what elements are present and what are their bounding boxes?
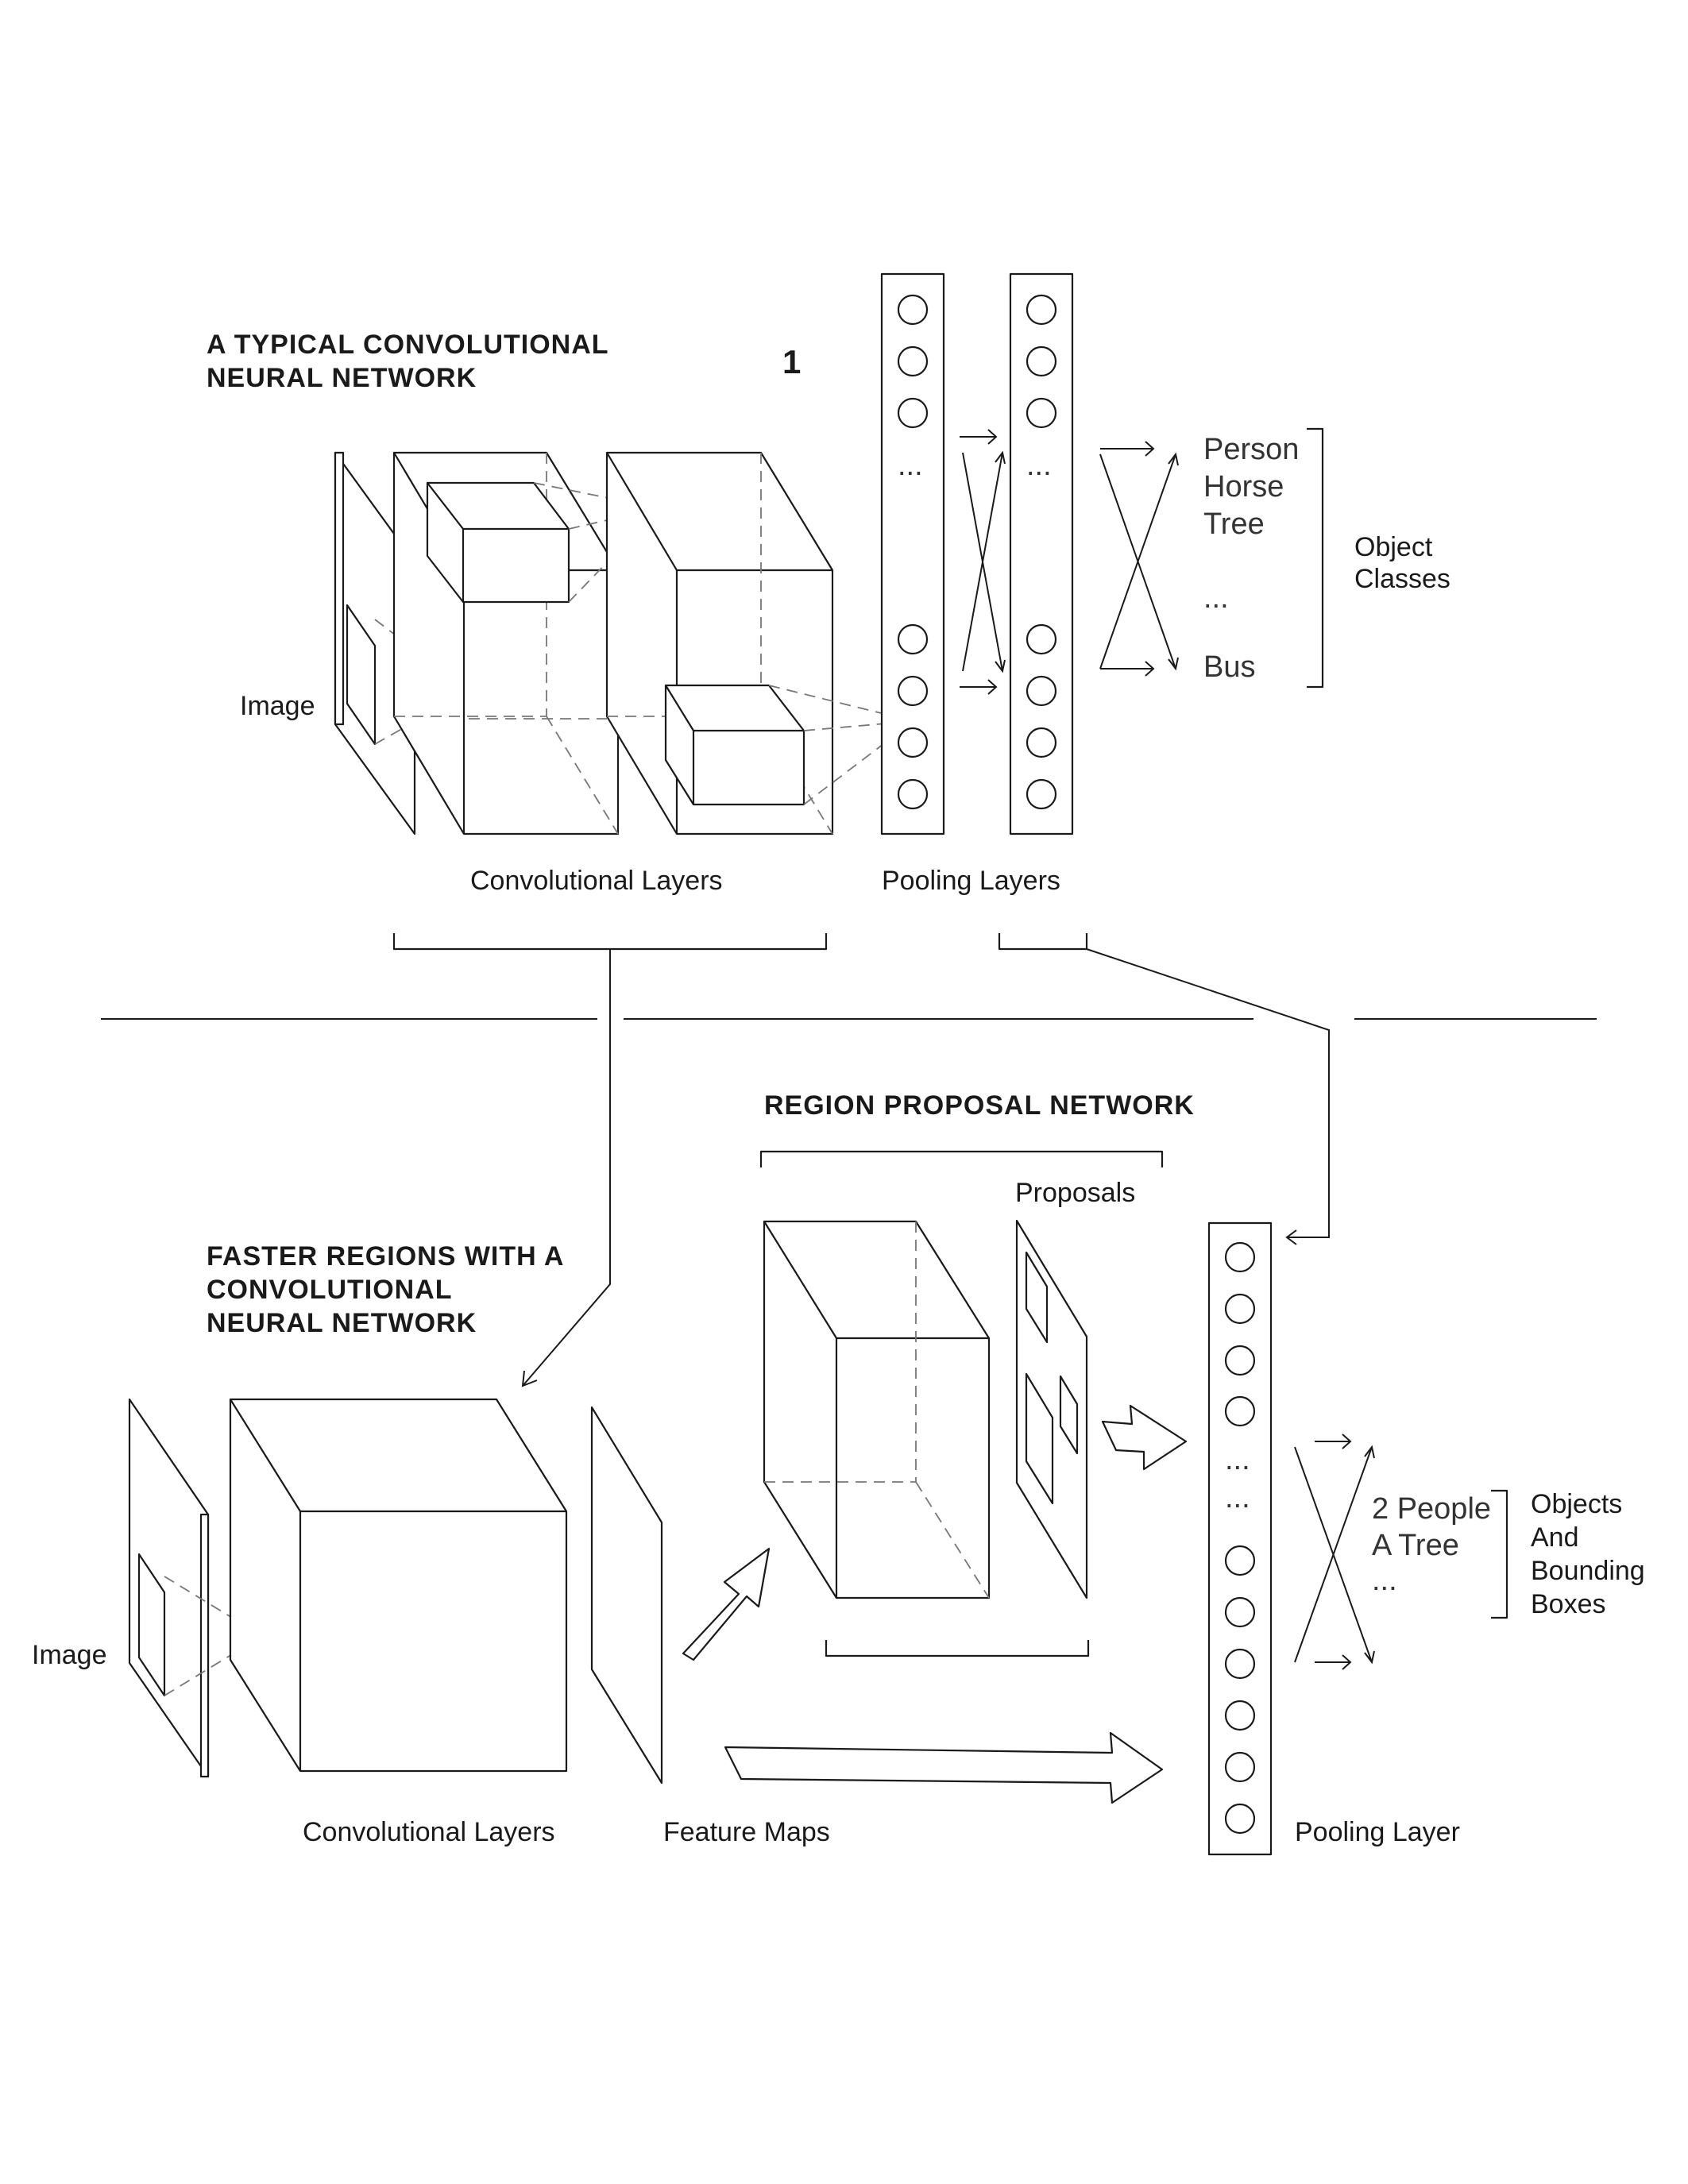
outputs-caption-line2: And xyxy=(1531,1522,1579,1553)
class-connection-arrows xyxy=(1099,441,1179,677)
rpn-box xyxy=(763,1220,991,1599)
conv-block-2 xyxy=(469,451,914,835)
pooling-layers-bracket xyxy=(998,933,1088,951)
section2-title-line3: NEURAL NETWORK xyxy=(207,1308,477,1338)
outputs-caption-line4: Boxes xyxy=(1531,1589,1606,1619)
conv-layers-label: Convolutional Layers xyxy=(470,866,723,896)
output-tree: A Tree xyxy=(1372,1529,1459,1562)
section2-title-line2: CONVOLUTIONAL xyxy=(207,1275,453,1305)
conv-layers-bracket xyxy=(392,933,828,951)
classes-caption-line2: Classes xyxy=(1354,564,1450,594)
pooling-column-2 xyxy=(1009,272,1074,835)
proposals-label: Proposals xyxy=(1015,1178,1135,1208)
section1-title-line1: A TYPICAL CONVOLUTIONAL xyxy=(207,330,609,360)
rpn-title: REGION PROPOSAL NETWORK xyxy=(764,1090,1195,1121)
pooling-column-1 xyxy=(880,272,945,835)
pool-connector-arrow xyxy=(1086,948,1330,1245)
pool3-ellipsis-2: ... xyxy=(1225,1481,1250,1515)
pool1-ellipsis: ... xyxy=(898,449,923,482)
feature-maps-label: Feature Maps xyxy=(663,1817,830,1847)
outputs-caption-line3: Bounding xyxy=(1531,1556,1645,1586)
section-number: 1 xyxy=(782,343,801,380)
rpn-bracket xyxy=(759,1150,1164,1167)
conv-layers-label-2: Convolutional Layers xyxy=(303,1817,555,1847)
feature-map-plane xyxy=(590,1406,663,1785)
rpn-bottom-bracket xyxy=(825,1640,1090,1657)
outputs-caption-line1: Objects xyxy=(1531,1489,1622,1519)
output-ellipsis: ... xyxy=(1372,1564,1397,1597)
rpn-input-arrow xyxy=(682,1547,771,1661)
pooling-column-3 xyxy=(1207,1221,1273,1856)
outputs-bracket xyxy=(1491,1489,1508,1619)
conv-cube xyxy=(229,1398,568,1773)
section2-title-line1: FASTER REGIONS WITH A xyxy=(207,1241,564,1271)
classes-caption-line1: Object xyxy=(1354,532,1433,562)
input-image-plane-2 xyxy=(128,1398,263,1778)
pooling-layer-label: Pooling Layer xyxy=(1295,1817,1460,1847)
class-person: Person xyxy=(1203,433,1299,466)
feature-to-pool-arrow xyxy=(724,1731,1164,1804)
proposals-output-arrow xyxy=(1101,1404,1188,1471)
pool2-ellipsis: ... xyxy=(1026,449,1052,482)
class-bus: Bus xyxy=(1203,650,1255,684)
output-connection-arrows xyxy=(1294,1433,1375,1670)
proposals-plane xyxy=(1015,1219,1088,1599)
pooling-layers-label: Pooling Layers xyxy=(882,866,1060,896)
conv-block-1 xyxy=(392,451,660,835)
class-tree: Tree xyxy=(1203,507,1265,541)
class-horse: Horse xyxy=(1203,470,1284,504)
pool3-ellipsis-1: ... xyxy=(1225,1443,1250,1476)
section1-title-line2: NEURAL NETWORK xyxy=(207,363,477,393)
classes-bracket xyxy=(1307,427,1324,689)
pool-connection-arrows xyxy=(960,429,1006,695)
image-label-2: Image xyxy=(32,1640,107,1670)
image-label: Image xyxy=(240,691,315,721)
conv-connector-arrow xyxy=(521,949,611,1387)
output-people: 2 People xyxy=(1372,1492,1491,1526)
class-ellipsis: ... xyxy=(1203,581,1229,615)
